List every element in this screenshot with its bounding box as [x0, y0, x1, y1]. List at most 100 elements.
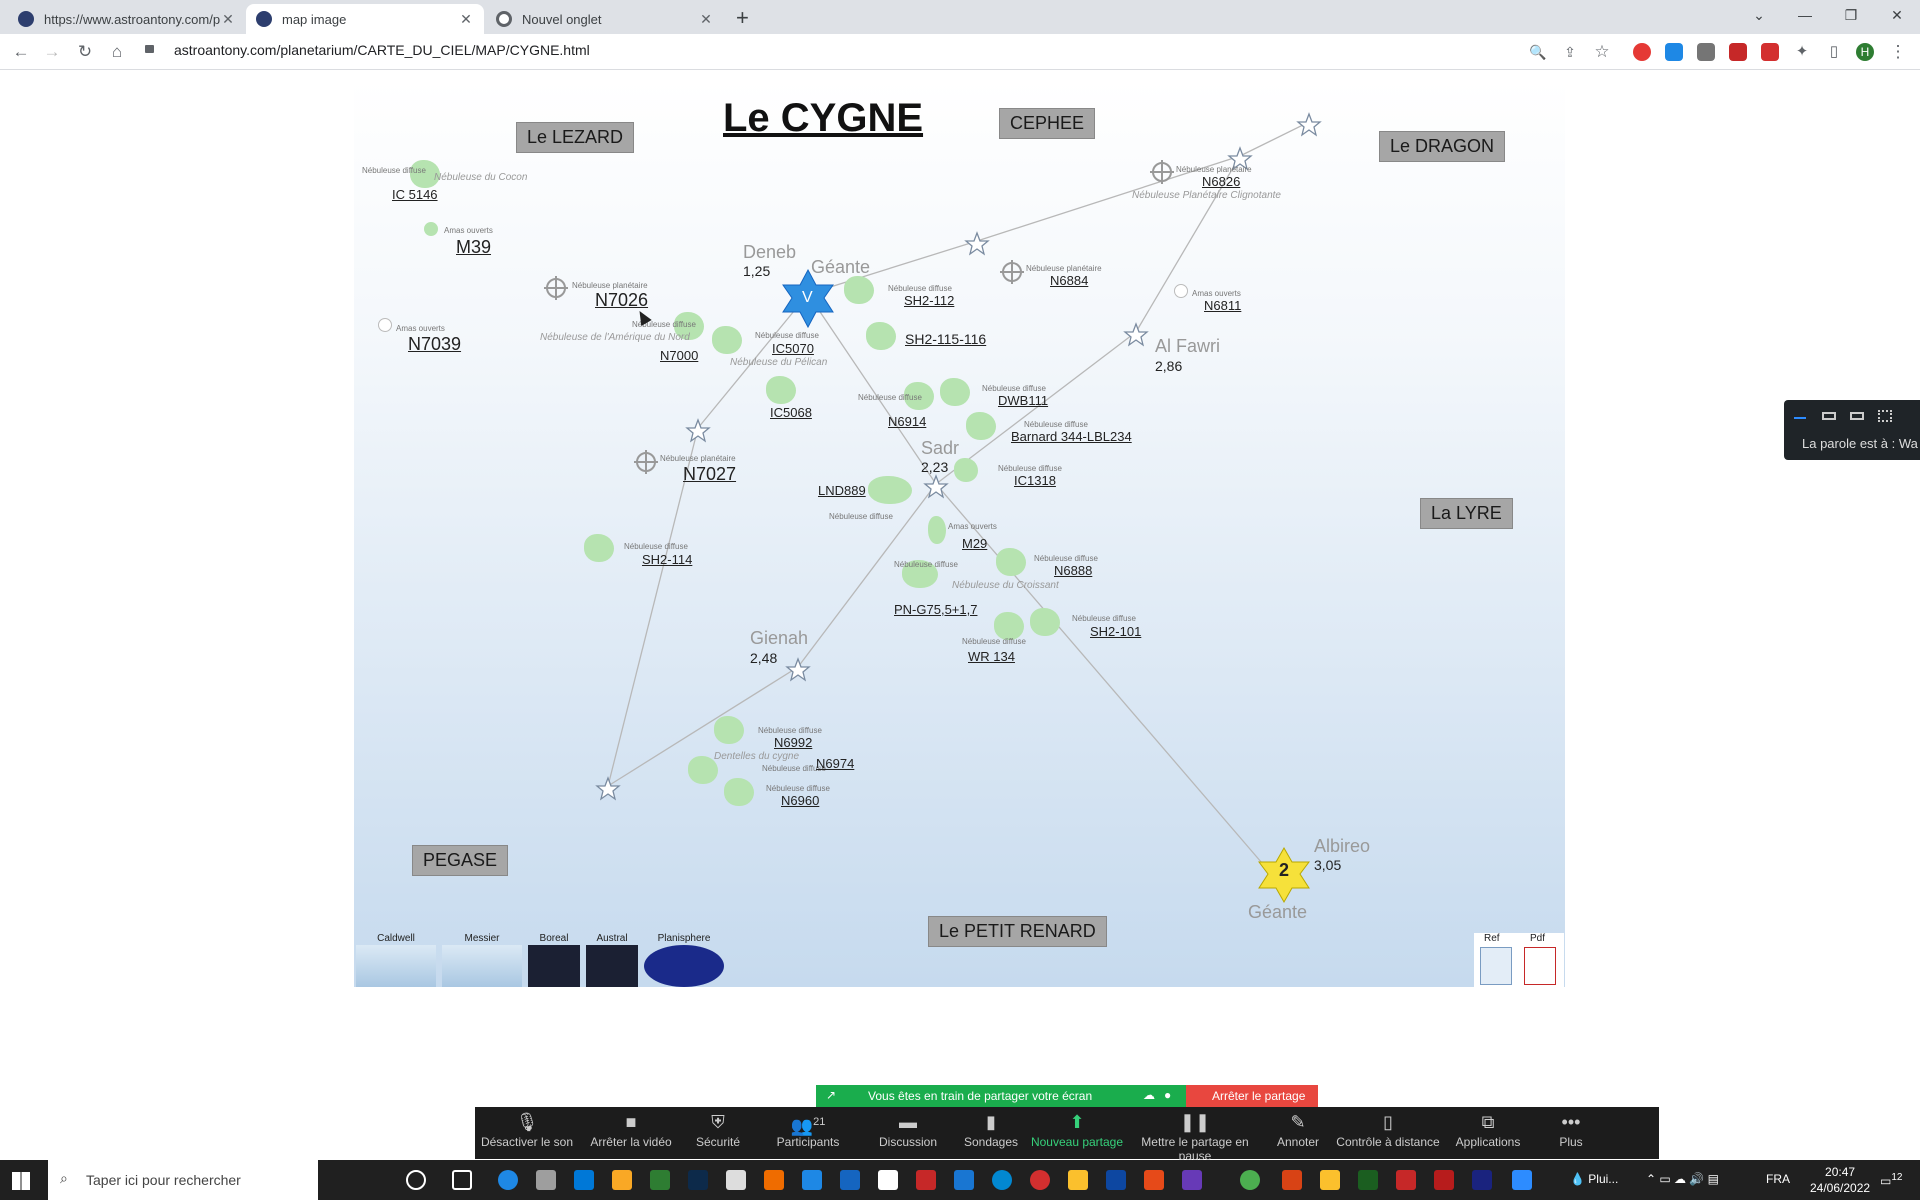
restore-button[interactable]: ❐ — [1844, 6, 1858, 23]
object-sh2-101[interactable]: SH2-101 — [1090, 624, 1142, 639]
tab-search-icon[interactable]: ⌄ — [1753, 6, 1765, 23]
extension-icon[interactable] — [1761, 43, 1779, 61]
object-dwb111[interactable]: DWB111 — [998, 393, 1049, 408]
ref-document-icon[interactable] — [1480, 947, 1512, 985]
thumb-boreal[interactable]: Boreal — [528, 933, 580, 987]
clock[interactable]: 20:47 24/06/2022 — [1810, 1164, 1870, 1196]
object-m29[interactable]: M29 — [962, 536, 988, 551]
zoom-floating-panel[interactable]: La parole est à : Wa — [1784, 400, 1920, 460]
constellation-dragon[interactable]: Le DRAGON — [1379, 131, 1506, 162]
object-n6884[interactable]: N6884 — [1050, 273, 1089, 288]
thumb-planisphere[interactable]: Planisphere — [644, 933, 724, 987]
app-icon[interactable] — [726, 1170, 746, 1190]
back-icon[interactable]: ← — [12, 42, 30, 61]
constellation-lezard[interactable]: Le LEZARD — [516, 122, 635, 153]
close-tab-icon[interactable]: ✕ — [222, 10, 234, 27]
object-sh2-112[interactable]: SH2-112 — [904, 293, 955, 308]
apps-button[interactable]: ⧉Applications — [1445, 1107, 1531, 1159]
object-n6974[interactable]: N6974 — [816, 756, 855, 771]
home-icon[interactable]: ⌂ — [111, 42, 123, 61]
more-button[interactable]: •••Plus — [1531, 1107, 1611, 1159]
stop-video-button[interactable]: ■Arrêter la vidéo — [579, 1107, 683, 1159]
grid-view-icon[interactable] — [1878, 410, 1892, 422]
remote-control-button[interactable]: ▯Contrôle à distance — [1331, 1107, 1445, 1159]
app-icon[interactable] — [840, 1170, 860, 1190]
object-m39[interactable]: M39 — [456, 237, 492, 257]
dropbox-icon[interactable] — [802, 1170, 822, 1190]
mail-icon[interactable] — [954, 1170, 974, 1190]
tab-map-image[interactable]: map image ✕ — [246, 4, 484, 34]
app-icon[interactable] — [1472, 1170, 1492, 1190]
vlc-icon[interactable] — [764, 1170, 784, 1190]
powerpoint-icon[interactable] — [1282, 1170, 1302, 1190]
pdf-document-icon[interactable] — [1524, 947, 1556, 985]
app-icon[interactable] — [1396, 1170, 1416, 1190]
view-icon[interactable] — [1822, 412, 1836, 420]
profile-avatar[interactable]: H — [1856, 43, 1874, 61]
constellation-cephee[interactable]: CEPHEE — [999, 108, 1096, 139]
polls-button[interactable]: ▮Sondages — [953, 1107, 1029, 1159]
object-n7026[interactable]: N7026 — [595, 290, 649, 310]
minimize-button[interactable]: — — [1798, 7, 1812, 23]
system-tray-icons[interactable]: ⌃ ▭ ☁ 🔊 ▤ — [1646, 1172, 1720, 1186]
minimize-icon[interactable] — [1794, 417, 1806, 419]
mute-button[interactable]: 🎙Désactiver le son — [475, 1107, 579, 1159]
extension-icon[interactable] — [1697, 43, 1715, 61]
thumb-messier[interactable]: Messier — [442, 933, 522, 987]
extension-icon[interactable] — [1665, 43, 1683, 61]
app-icon[interactable] — [916, 1170, 936, 1190]
new-share-button[interactable]: ⬆Nouveau partage — [1029, 1107, 1125, 1159]
object-pn-g75[interactable]: PN-G75,5+1,7 — [894, 602, 978, 617]
view-icon[interactable] — [1850, 412, 1864, 420]
chat-button[interactable]: ▬Discussion — [863, 1107, 953, 1159]
constellation-pegase[interactable]: PEGASE — [412, 845, 509, 876]
zoom-icon[interactable] — [1512, 1170, 1532, 1190]
app-icon[interactable] — [650, 1170, 670, 1190]
object-ic1318[interactable]: IC1318 — [1014, 473, 1056, 488]
pause-share-button[interactable]: ❚❚Mettre le partage en pause — [1125, 1107, 1265, 1163]
object-n7000[interactable]: N7000 — [660, 348, 699, 363]
object-n7039[interactable]: N7039 — [408, 334, 462, 354]
file-explorer-icon[interactable] — [612, 1170, 632, 1190]
constellation-petit-renard[interactable]: Le PETIT RENARD — [928, 916, 1107, 947]
store-icon[interactable] — [574, 1170, 594, 1190]
object-n7027[interactable]: N7027 — [683, 464, 737, 484]
excel-icon[interactable] — [1358, 1170, 1378, 1190]
tab-new-tab[interactable]: Nouvel onglet ✕ — [486, 4, 724, 34]
photoshop-icon[interactable] — [688, 1170, 708, 1190]
side-panel-icon[interactable]: ▯ — [1829, 43, 1839, 60]
extension-icon[interactable] — [1729, 43, 1747, 61]
bookmark-star-icon[interactable]: ☆ — [1594, 42, 1610, 61]
opera-icon[interactable] — [1030, 1170, 1050, 1190]
app-icon[interactable] — [1320, 1170, 1340, 1190]
object-ic5070[interactable]: IC5070 — [772, 341, 814, 356]
constellation-lyre[interactable]: La LYRE — [1420, 498, 1513, 529]
app-icon[interactable] — [1068, 1170, 1088, 1190]
security-button[interactable]: ⛨Sécurité — [683, 1107, 753, 1159]
stop-share-button[interactable]: Arrêter le partage — [1186, 1085, 1318, 1107]
new-tab-button[interactable]: + — [736, 5, 749, 30]
menu-kebab-icon[interactable]: ⋮ — [1889, 42, 1907, 61]
object-sh2-115-116[interactable]: SH2-115-116 — [905, 331, 987, 347]
object-barnard344[interactable]: Barnard 344-LBL234 — [1011, 429, 1132, 444]
office-icon[interactable] — [1144, 1170, 1164, 1190]
close-window-button[interactable]: ✕ — [1891, 6, 1903, 23]
thumb-austral[interactable]: Austral — [586, 933, 638, 987]
app-icon[interactable] — [992, 1170, 1012, 1190]
cortana-icon[interactable] — [406, 1170, 426, 1190]
close-tab-icon[interactable]: ✕ — [460, 10, 472, 27]
object-n6914[interactable]: N6914 — [888, 414, 927, 429]
object-lnd889[interactable]: LND889 — [818, 483, 866, 498]
thumb-caldwell[interactable]: Caldwell — [356, 933, 436, 987]
app-icon[interactable] — [536, 1170, 556, 1190]
task-view-icon[interactable] — [452, 1170, 472, 1190]
taskbar-search-box[interactable]: ⌕ Taper ici pour rechercher — [48, 1160, 318, 1200]
address-bar[interactable]: astroantony.com/planetarium/CARTE_DU_CIE… — [174, 42, 590, 58]
chrome-icon[interactable] — [1240, 1170, 1260, 1190]
notifications-button[interactable]: ▭12 — [1880, 1172, 1902, 1188]
object-n6888[interactable]: N6888 — [1054, 563, 1093, 578]
object-n6811[interactable]: N6811 — [1204, 298, 1242, 313]
forward-icon[interactable]: → — [43, 42, 61, 61]
object-wr134[interactable]: WR 134 — [968, 649, 1015, 664]
